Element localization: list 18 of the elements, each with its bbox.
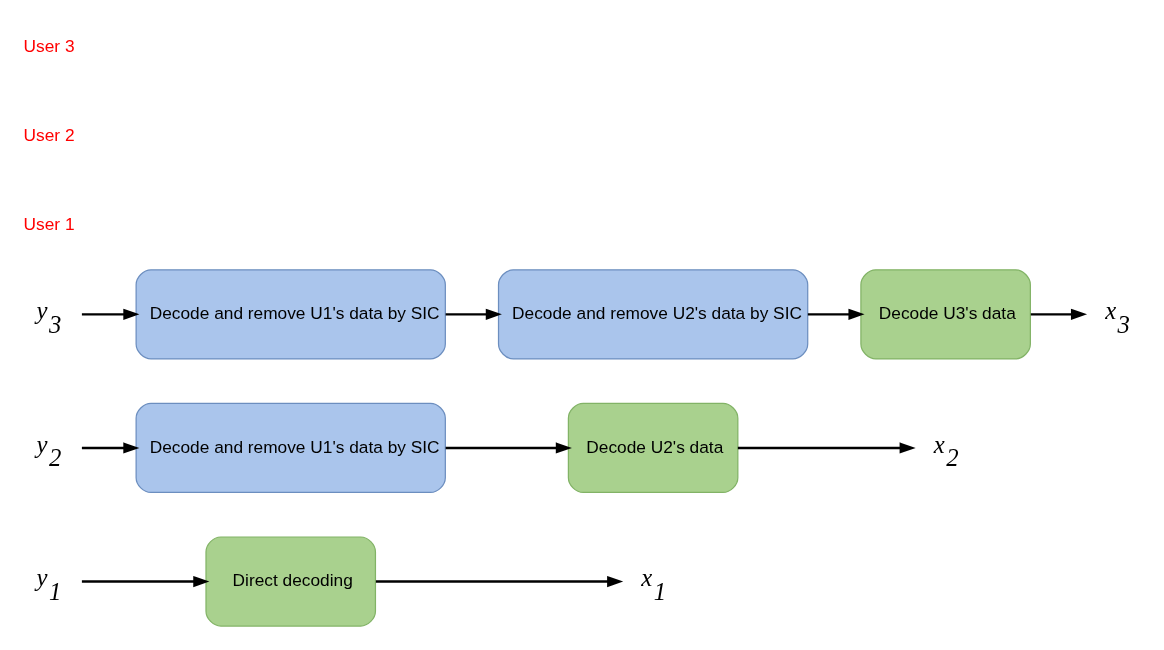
node-box: Decode and remove U1's data by SIC (135, 268, 446, 359)
arrow (1030, 308, 1088, 320)
label: User 3 (23, 35, 75, 56)
arrow (81, 575, 210, 587)
node-box: Decode U2's data (567, 402, 739, 493)
arrow (445, 308, 502, 320)
label: User 2 (23, 124, 75, 145)
arrow (807, 308, 865, 320)
label: User 1 (23, 213, 75, 234)
arrow (445, 441, 572, 454)
arrow (737, 441, 916, 454)
node-box: Decode U3's data (860, 268, 1031, 359)
node-box: Decode and remove U2's data by SIC (497, 268, 809, 359)
node-box: Decode and remove U1's data by SIC (135, 402, 446, 493)
arrow (81, 308, 140, 320)
arrow (81, 441, 140, 454)
arrow (375, 575, 624, 587)
node-box: Direct decoding (205, 535, 377, 627)
